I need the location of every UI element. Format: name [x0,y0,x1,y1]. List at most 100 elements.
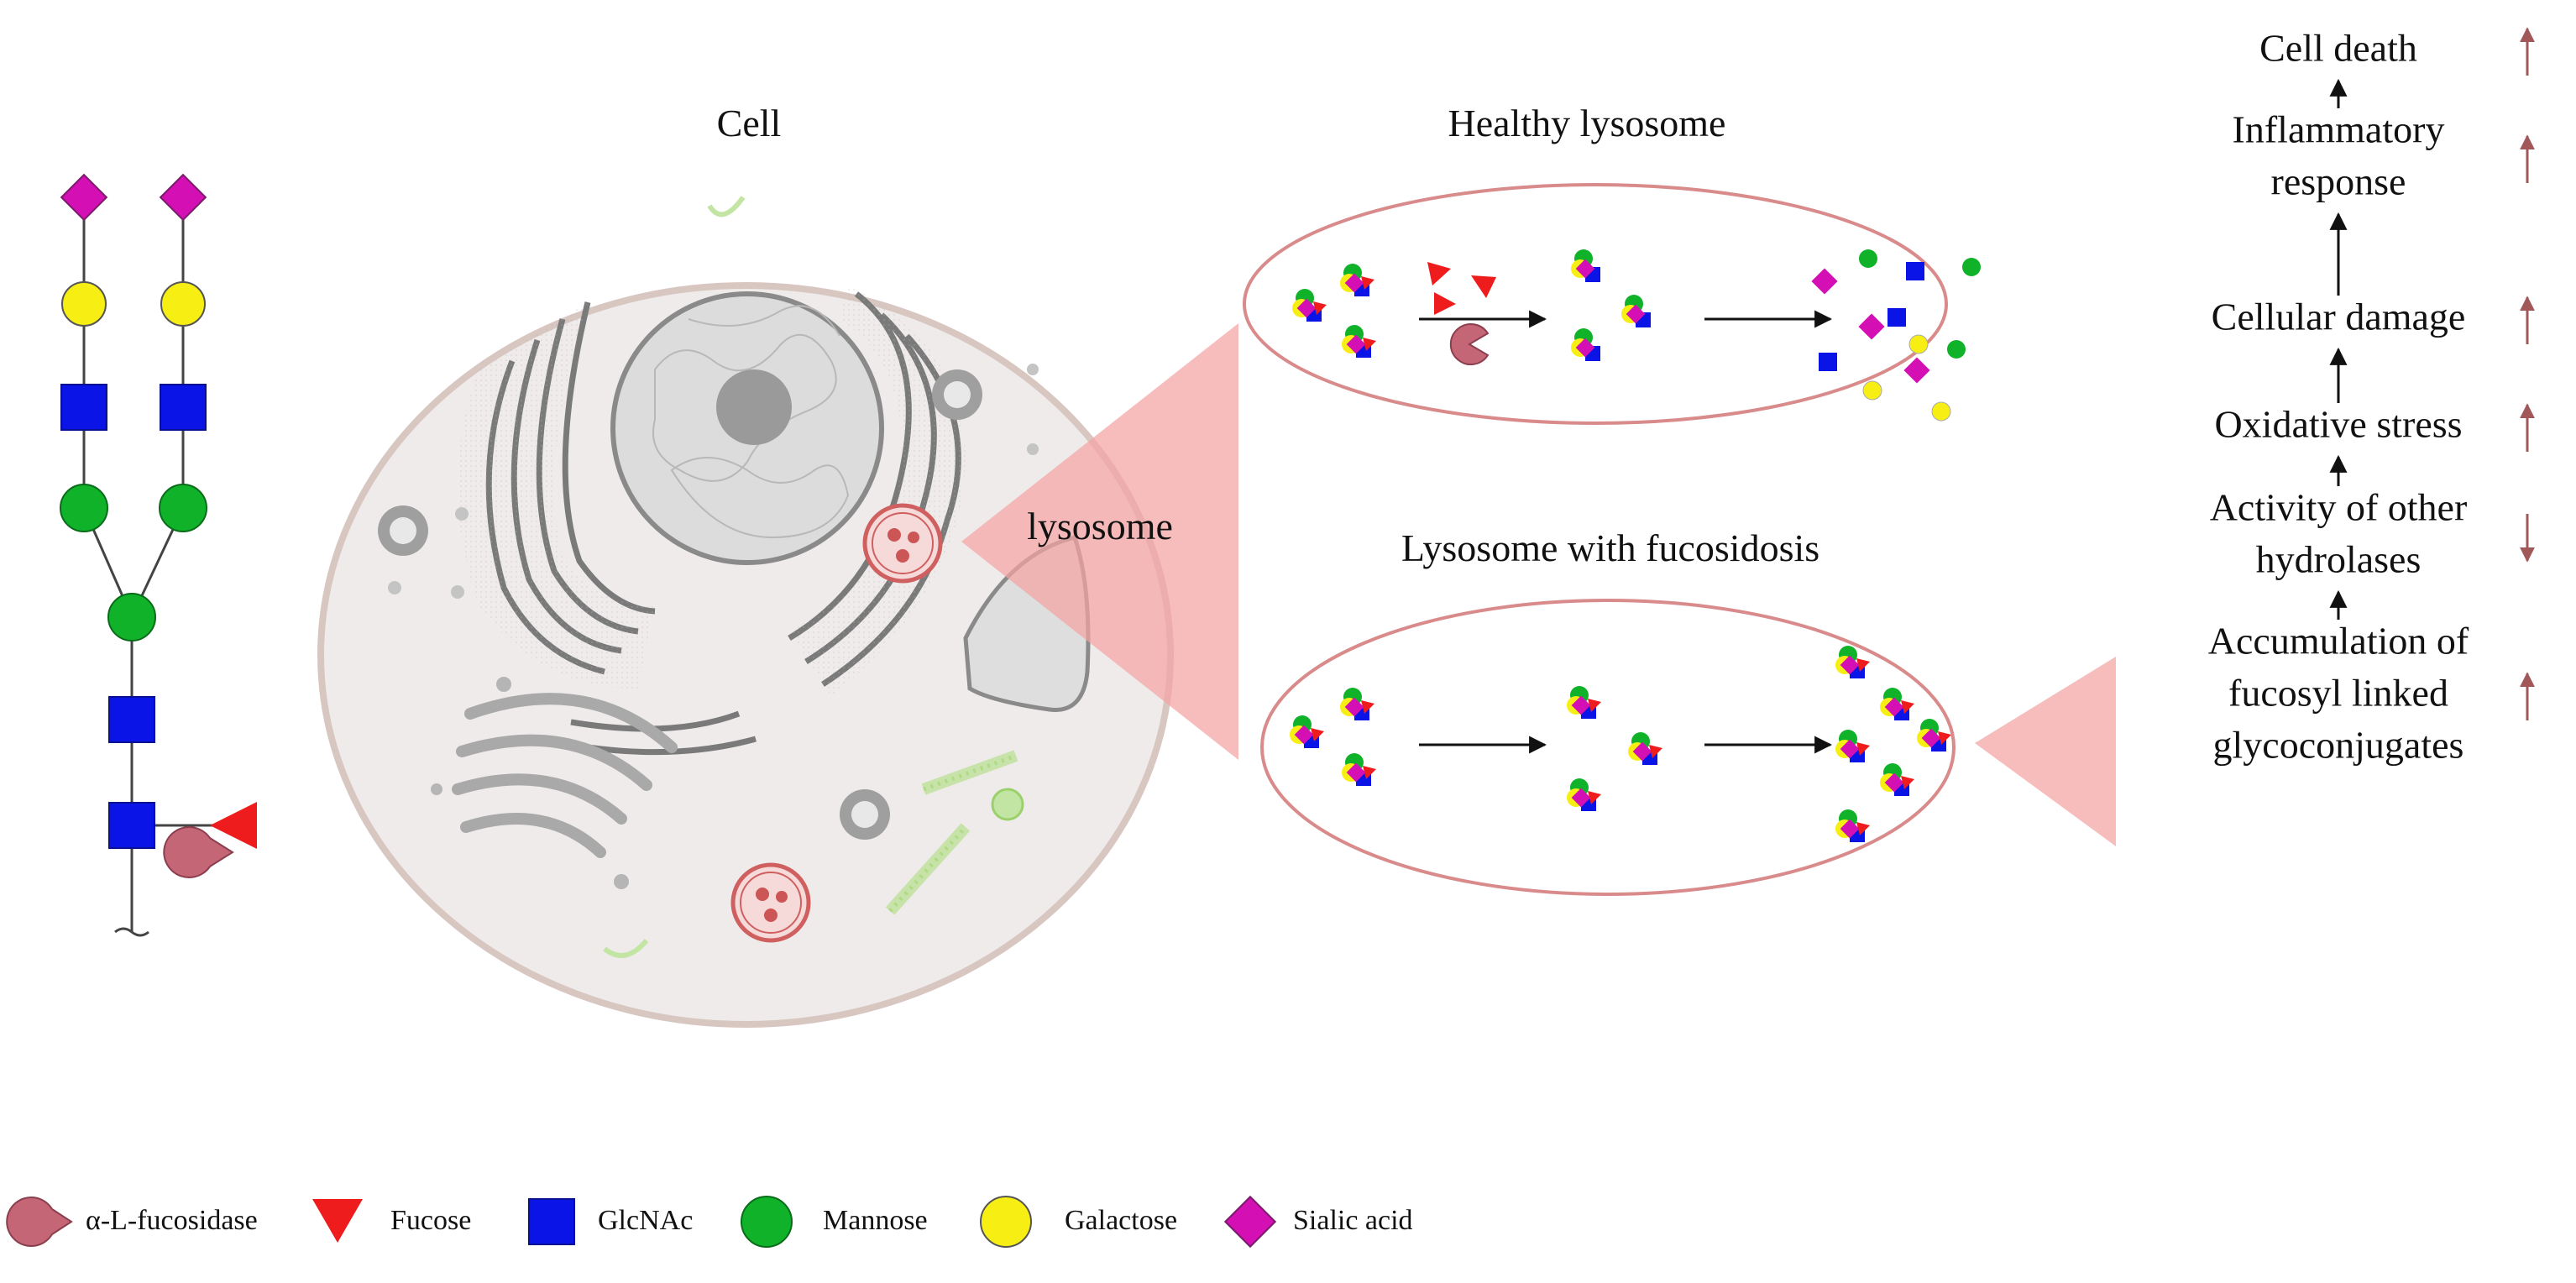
glycoconjugate-cluster [1880,688,1914,720]
legend-item-fucosidase: α-L-fucosidase [6,1197,258,1247]
fucosidosis-lysosome [1260,599,1956,896]
zoom-cone [1975,657,2116,846]
fucose-icon [1313,301,1327,315]
glcnac-icon [528,1198,575,1245]
cascade-step-label: fucosyl linked [2228,672,2448,715]
fucosidase-icon [1449,323,1490,365]
fucose-icon [1311,728,1324,741]
cascade-step-label: glycoconjugates [2213,724,2464,767]
sialic-acid-icon [1296,298,1317,318]
nucleolus [716,369,792,445]
sialic-acid-icon [159,173,207,222]
glycoconjugate-cluster [1342,753,1376,786]
glycan-structure [60,173,257,937]
legend-label: Mannose [823,1205,928,1236]
mannose-icon [60,484,108,532]
fucosidase-icon [6,1197,73,1247]
glycoconjugate-cluster [1628,732,1662,765]
glycoconjugate-cluster [1917,719,1951,751]
healthy-lysosome [1243,183,1981,425]
sialic-acid-icon [1346,334,1366,354]
cascade-step-label: hydrolases [2256,538,2422,581]
cascade-step: Cell death [2259,27,2535,76]
sialic-acid-icon [1840,819,1860,839]
sialic-acid-icon [1344,273,1364,293]
glcnac-icon [160,384,207,431]
glycoconjugate-cluster [1835,809,1870,842]
legend-label: Galactose [1065,1205,1177,1236]
lysosome-label: lysosome [1027,505,1173,547]
fucose-icon [1901,776,1914,789]
cascade-step-label: Accumulation of [2208,620,2469,662]
glycoconjugate-cluster [1342,325,1376,358]
fucose-icon [1649,745,1662,758]
sialic-acid-icon [1626,304,1646,324]
cascade-step-label: Cell death [2259,27,2417,70]
glycoconjugate-cluster [1567,686,1601,719]
galactose-icon [61,281,107,327]
sialic-acid-icon [1575,259,1595,279]
sialic-acid-icon [1884,772,1904,793]
galactose-icon [980,1196,1032,1248]
legend-label: GlcNAc [598,1205,693,1236]
fucose-icon [1901,700,1914,714]
sialic-acid-icon [1632,741,1652,762]
fucose-icon [1434,292,1456,315]
mannose-icon [159,484,207,532]
sialic-acid-icon [60,173,108,222]
cascade-step-label: Oxidative stress [2214,403,2462,446]
legend-item-glcnac: GlcNAc [528,1198,693,1245]
mannose-icon [107,593,156,642]
legend-label: Sialic acid [1293,1205,1413,1236]
fucose-icon [312,1199,363,1243]
glycoconjugate-cluster [1835,646,1870,678]
cascade-step-label: response [2271,160,2406,203]
sialic-acid-icon [1575,338,1595,358]
glycoconjugate-cluster [1835,730,1870,762]
legend-item-galactose: Galactose [980,1196,1177,1248]
fucose-icon [1938,731,1951,745]
fucose-icon [1856,742,1870,756]
sialic-acid-icon [1571,788,1591,808]
golgi-apparatus [452,693,678,858]
fucose-icon [1427,262,1451,285]
fucose-icon [1856,822,1870,835]
glycoconjugate-cluster [1567,778,1601,811]
cascade-step-label: Cellular damage [2212,296,2466,338]
cascade-step: Accumulation of fucosyl linked glycoconjug… [2208,620,2535,767]
glycoconjugate-cluster [1340,688,1374,720]
glycoconjugate-cluster [1292,289,1327,322]
legend-label: Fucose [390,1205,471,1236]
glycoconjugate-cluster [1340,264,1374,296]
lysosome-in-cell [730,862,811,943]
glycoconjugate-stripped [1571,328,1600,361]
fucose-icon [1856,658,1870,672]
sialic-acid-icon [1884,697,1904,717]
fucose-icon [210,802,257,849]
glycoconjugate-cluster [1290,715,1324,748]
fucose-icon [1588,699,1601,712]
zoom-cone [961,323,1238,760]
fucose-icon [1361,276,1374,290]
legend: α-L-fucosidase Fucose GlcNAc Mannose Gal… [6,1195,1413,1249]
fucose-icon [1363,338,1376,351]
sialic-acid-icon [1294,725,1314,745]
lysosome-in-cell [862,503,943,584]
cascade-step: Oxidative stress [2214,403,2535,452]
fucosidosis-lysosome-title: Lysosome with fucosidosis [1401,526,1819,569]
cell-illustration [317,196,1238,1028]
sialic-acid-icon [1571,695,1591,715]
glcnac-icon [108,802,155,849]
sialic-acid-icon [1346,762,1366,783]
legend-item-fucose: Fucose [312,1199,471,1243]
glcnac-icon [108,696,155,743]
galactose-icon [160,281,206,327]
sialic-acid-icon [1840,739,1860,759]
glycoconjugate-stripped [1621,295,1651,327]
legend-label: α-L-fucosidase [86,1205,258,1236]
fucose-icon [1471,275,1496,298]
